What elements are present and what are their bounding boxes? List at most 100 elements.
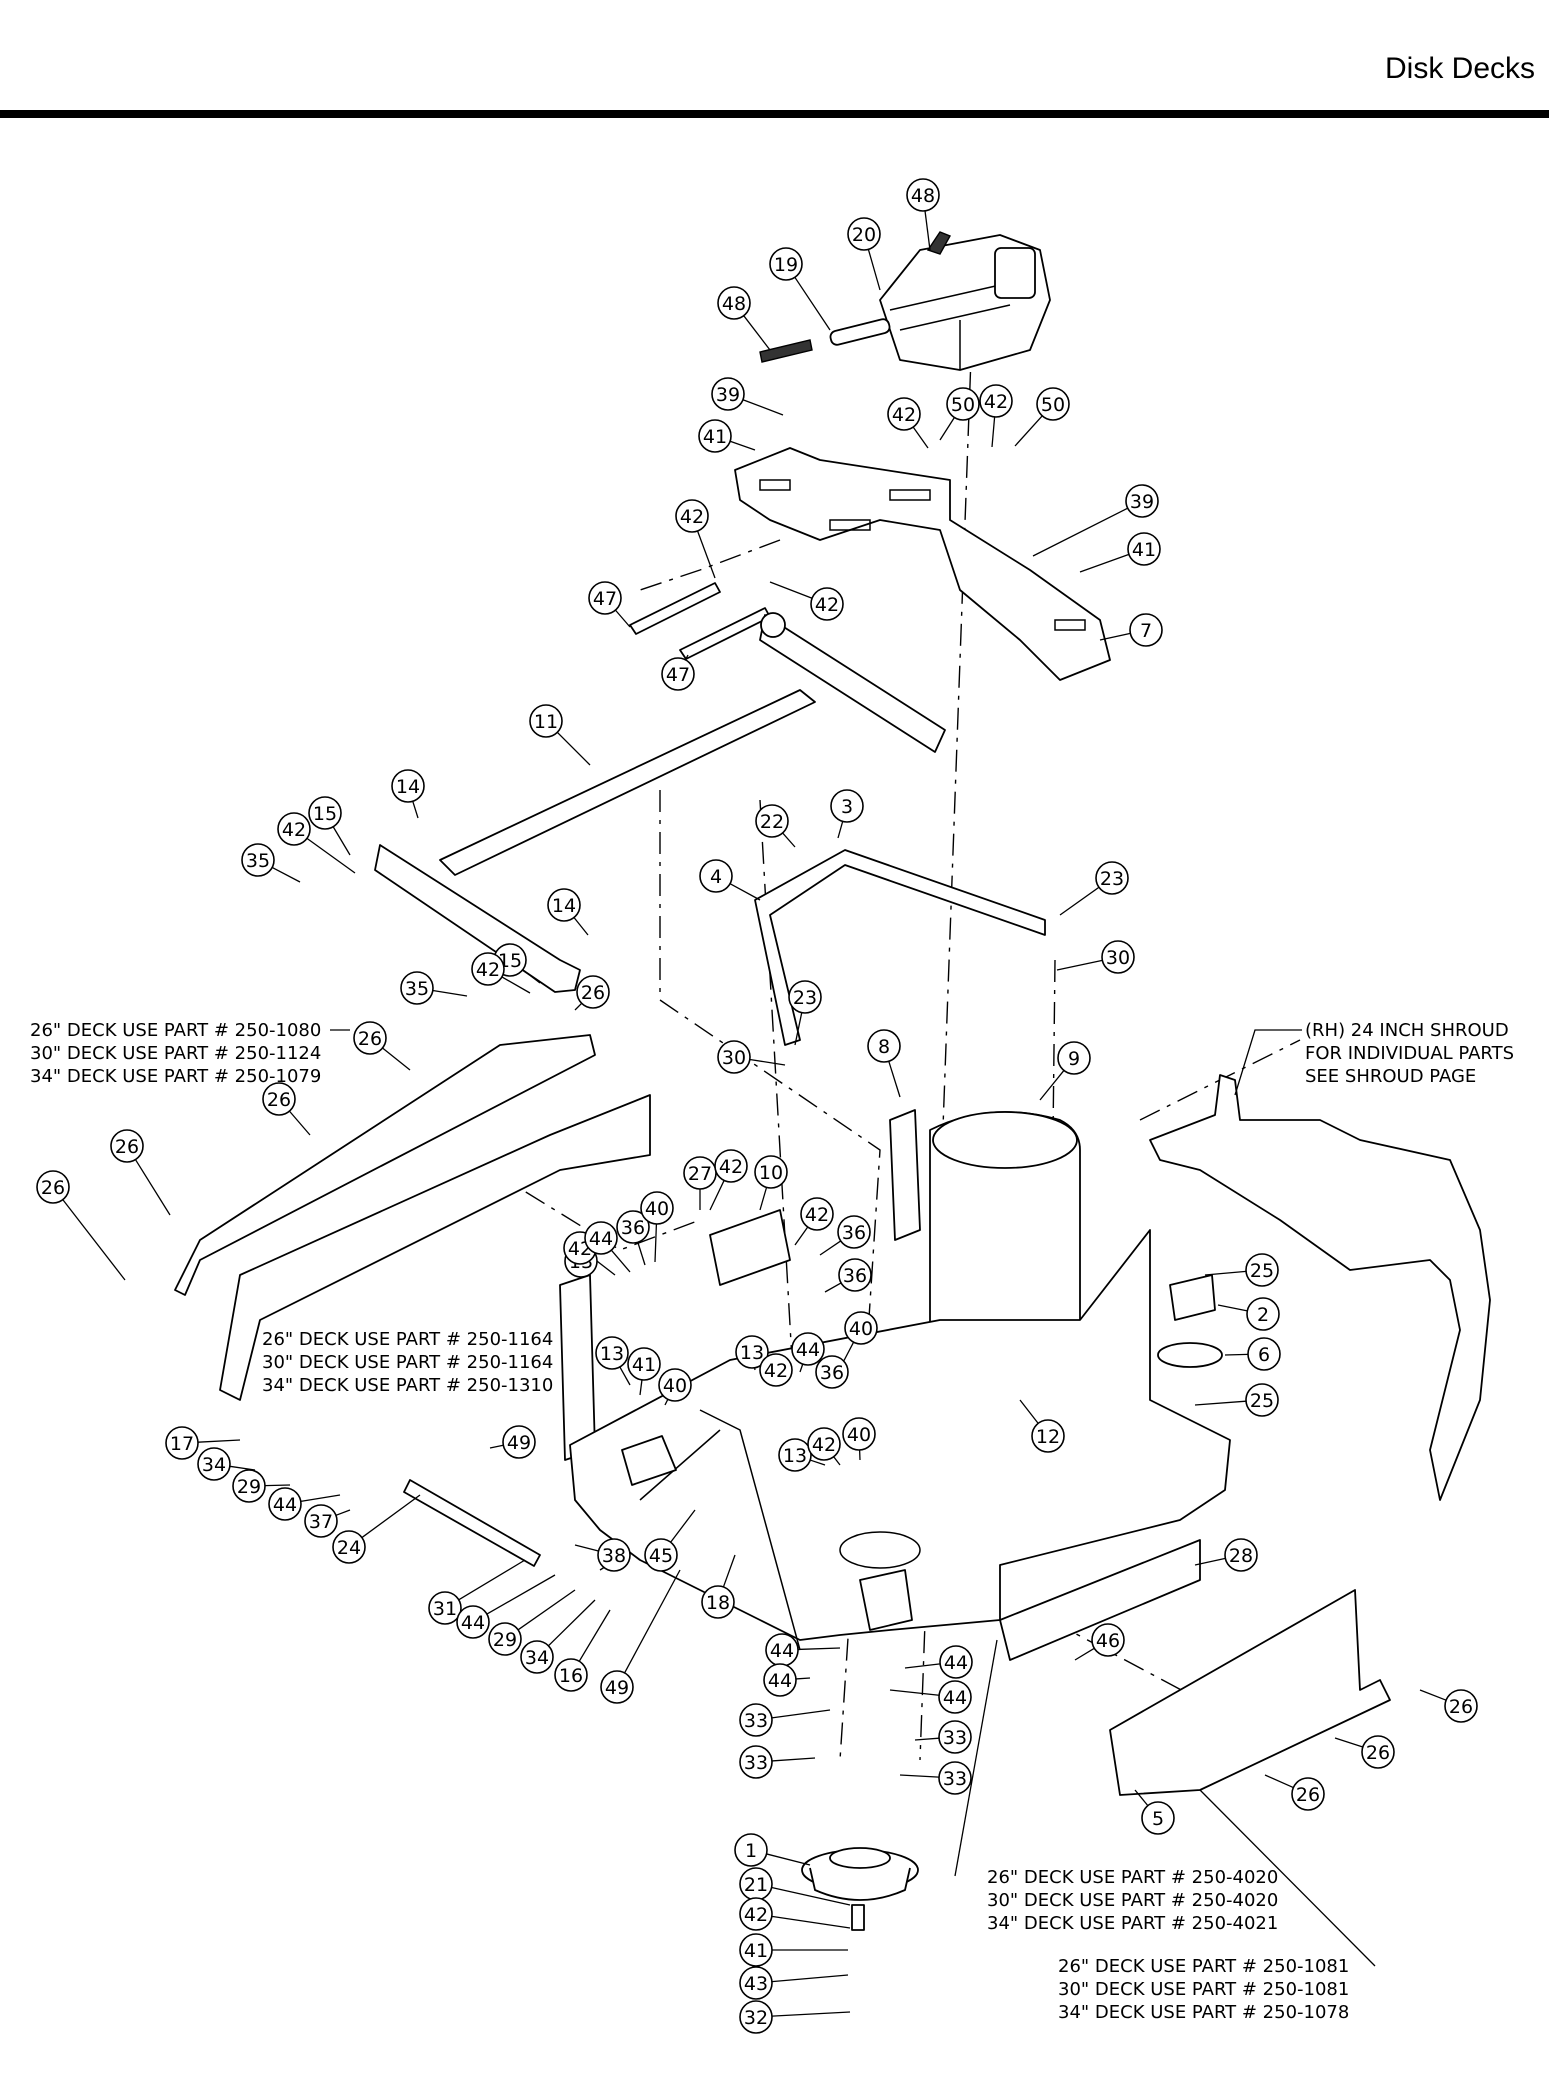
callout-36: 36 <box>838 1258 872 1292</box>
callout-number: 34 <box>202 1454 226 1476</box>
callout-38: 38 <box>597 1538 631 1572</box>
callout-circle <box>739 1966 773 2000</box>
note-shroud-line: FOR INDIVIDUAL PARTS <box>1305 1043 1514 1064</box>
callout-leader <box>769 581 813 599</box>
callout-circle <box>946 387 980 421</box>
page-title: Disk Decks <box>1384 52 1535 85</box>
callout-39: 39 <box>1125 484 1159 518</box>
header-rule <box>0 110 1549 118</box>
callout-leader <box>782 832 796 848</box>
callout-40: 40 <box>640 1191 674 1225</box>
spindle-assembly <box>801 1847 919 1901</box>
callout-leader <box>797 1647 841 1651</box>
callout-18: 18 <box>701 1585 735 1619</box>
callout-21: 21 <box>739 1867 773 1901</box>
callout-14: 14 <box>391 769 425 803</box>
callout-number: 10 <box>759 1162 783 1184</box>
callout-number: 39 <box>716 384 740 406</box>
callout-leader <box>271 866 301 883</box>
callout-circle <box>658 1368 692 1402</box>
callout-50: 50 <box>1036 387 1070 421</box>
callout-number: 41 <box>1132 539 1156 561</box>
callout-number: 42 <box>764 1360 788 1382</box>
callout-circle <box>197 1447 231 1481</box>
callout-number: 44 <box>461 1612 485 1634</box>
callout-circle <box>717 286 751 320</box>
callout-circle <box>815 1355 849 1389</box>
callout-leader <box>486 1574 556 1615</box>
callout-41: 41 <box>698 419 732 453</box>
callout-circle <box>698 419 732 453</box>
callout-leader <box>1014 415 1043 447</box>
callout-number: 23 <box>793 987 817 1009</box>
note-shroud-line: SEE SHROUD PAGE <box>1305 1066 1476 1087</box>
callout-number: 35 <box>405 978 429 1000</box>
callout-43: 43 <box>739 1966 773 2000</box>
callout-number: 48 <box>722 293 746 315</box>
page-header: Disk Decks <box>0 0 1549 120</box>
callout-leader <box>432 989 468 997</box>
note-part8-line: 26" DECK USE PART # 250-1164 <box>262 1329 553 1350</box>
callout-circle <box>1125 484 1159 518</box>
callout-leader <box>578 1609 611 1662</box>
callout-number: 41 <box>703 426 727 448</box>
callout-leader <box>794 1012 803 1046</box>
callout-circle <box>262 1082 296 1116</box>
callout-circle <box>837 1215 871 1249</box>
part-notes: (RH) 24 INCH SHROUD FOR INDIVIDUAL PARTS… <box>30 1020 1514 2023</box>
callout-leader <box>670 1509 696 1543</box>
callout-number: 42 <box>476 959 500 981</box>
callout-number: 37 <box>309 1511 333 1533</box>
callout-number: 16 <box>559 1665 583 1687</box>
callout-15: 15 <box>308 796 342 830</box>
callout-number: 42 <box>815 594 839 616</box>
callout-circle <box>241 843 275 877</box>
callout-number: 41 <box>632 1354 656 1376</box>
callout-40: 40 <box>844 1311 878 1345</box>
callout-42: 42 <box>810 587 844 621</box>
callout-1: 1 <box>734 1833 768 1867</box>
callout-circle <box>938 1720 972 1754</box>
callout-leader <box>556 731 591 766</box>
callout-circle <box>597 1538 631 1572</box>
callout-9: 9 <box>1057 1041 1091 1075</box>
callout-circle <box>428 1591 462 1625</box>
callout-leader <box>722 1554 736 1588</box>
callout-number: 42 <box>680 506 704 528</box>
callout-26: 26 <box>262 1082 296 1116</box>
callout-number: 14 <box>552 895 576 917</box>
callout-circle <box>759 1353 793 1387</box>
callout-circle <box>353 1021 387 1055</box>
callout-number: 36 <box>820 1362 844 1384</box>
callout-leader <box>574 1544 599 1552</box>
callout-circle <box>838 1258 872 1292</box>
callout-circle <box>788 980 822 1014</box>
callout-number: 7 <box>1140 620 1152 642</box>
callout-42: 42 <box>887 397 921 431</box>
callout-26: 26 <box>36 1170 70 1204</box>
callout-number: 32 <box>744 2007 768 2029</box>
callout-number: 33 <box>943 1768 967 1790</box>
callout-circle <box>699 859 733 893</box>
callout-leader <box>361 1494 421 1539</box>
callout-leader <box>1419 1689 1447 1701</box>
callout-leader <box>819 1240 842 1256</box>
callout-leader <box>939 417 955 441</box>
callout-leader <box>837 821 844 839</box>
callout-circle <box>456 1605 490 1639</box>
callout-44: 44 <box>765 1633 799 1667</box>
callout-39: 39 <box>711 377 745 411</box>
lift-arm <box>374 612 946 993</box>
note-deck-line: 34" DECK USE PART # 250-4021 <box>987 1913 1278 1934</box>
callout-30: 30 <box>1101 940 1135 974</box>
callout-leader <box>489 1444 504 1449</box>
callout-leader <box>759 1187 768 1211</box>
note-part5-line: 34" DECK USE PART # 250-1078 <box>1058 2002 1349 2023</box>
callout-circle <box>717 1040 751 1074</box>
callout-number: 26 <box>41 1177 65 1199</box>
callout-leader <box>624 1569 681 1674</box>
callout-number: 42 <box>719 1156 743 1178</box>
callout-circle <box>938 1761 972 1795</box>
callout-leader <box>547 1599 596 1647</box>
callout-number: 44 <box>273 1494 297 1516</box>
